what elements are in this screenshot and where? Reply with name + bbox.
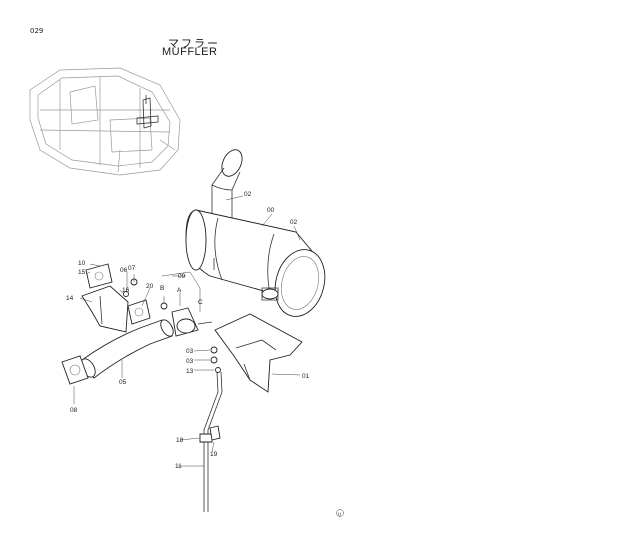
callout-14: 14	[66, 295, 74, 302]
callout-07: 07	[128, 265, 136, 272]
callout-09: 09	[178, 273, 186, 280]
clamp-band	[261, 287, 279, 301]
page-number: 029	[30, 27, 44, 35]
callout-18: 18	[176, 437, 184, 444]
muffler-body	[185, 209, 326, 317]
callout-10: 10	[78, 260, 86, 267]
callout-08: 08	[70, 407, 78, 414]
callout-02-upper: 02	[244, 191, 252, 198]
callout-06: 06	[120, 267, 128, 274]
exhaust-tail-pipe	[211, 149, 243, 222]
callout-C: C	[198, 299, 203, 306]
callout-02-lower: 02	[290, 219, 298, 226]
callout-11: 11	[175, 463, 182, 470]
callout-03-upper: 03	[186, 348, 194, 355]
hardware	[123, 278, 221, 373]
callout-leaders	[73, 195, 301, 467]
joint-flange	[127, 299, 151, 325]
callout-19: 19	[210, 451, 218, 458]
flange-gasket	[61, 355, 89, 385]
callout-16: 16	[122, 287, 130, 294]
flex-pipe	[80, 319, 174, 379]
callout-A: A	[177, 287, 182, 294]
heat-shield	[81, 285, 129, 333]
callout-00: 00	[267, 207, 275, 214]
callout-20: 20	[146, 283, 154, 290]
bolt-leaders	[161, 271, 201, 312]
footer-mark: U	[336, 509, 344, 517]
callout-15: 15	[78, 269, 86, 276]
footer-mark-text: U	[338, 512, 341, 517]
clamp-assembly	[171, 307, 213, 337]
machine-overview-illustration	[29, 67, 181, 176]
title-english: MUFFLER	[162, 46, 218, 58]
callout-B: B	[160, 285, 164, 292]
gasket-plate	[85, 263, 113, 289]
callout-labels: 02 00 02 01 03 03 13 05 06 07 08 09 10 1…	[66, 191, 310, 470]
callout-03-lower: 03	[186, 358, 194, 365]
drain-pipe	[199, 371, 223, 512]
callout-01: 01	[302, 373, 310, 380]
callout-13: 13	[186, 368, 194, 375]
title-japanese: マフラー	[168, 37, 220, 50]
muffler-bracket	[214, 313, 303, 393]
callout-05: 05	[119, 379, 127, 386]
